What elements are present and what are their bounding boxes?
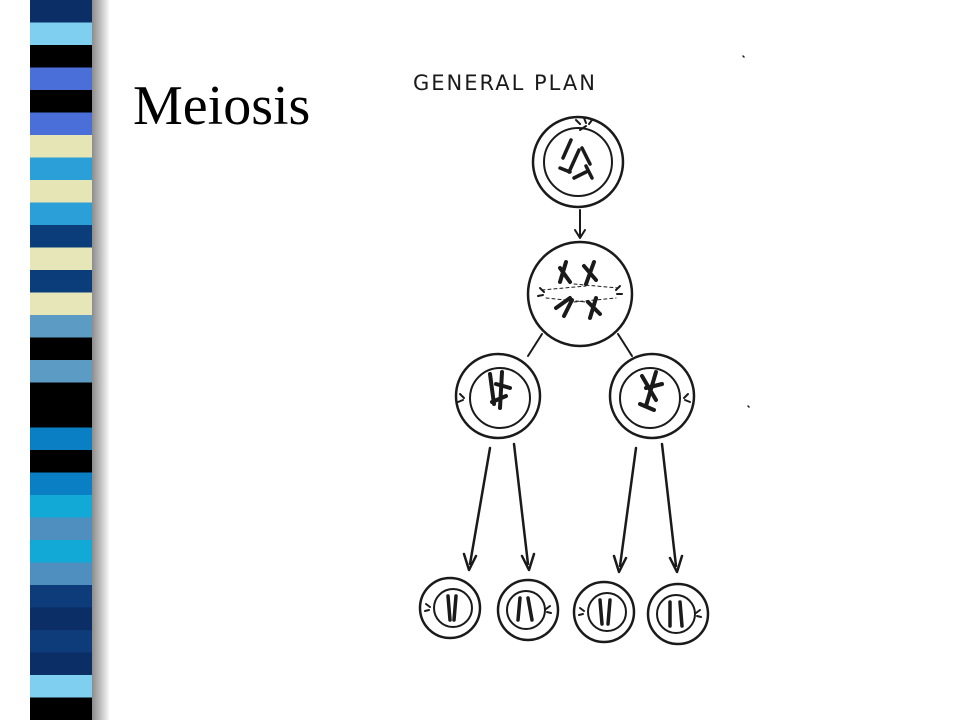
stripe-band <box>30 630 92 654</box>
stripe-band <box>30 45 92 69</box>
stripe-band <box>30 360 92 384</box>
stripe-band <box>30 517 92 541</box>
stripe-band <box>30 697 92 720</box>
stripe-band <box>30 202 92 226</box>
decorative-stripe-bar <box>30 0 92 720</box>
stripe-band <box>30 135 92 159</box>
gamete-cell-icon <box>418 576 710 646</box>
stripe-band <box>30 225 92 249</box>
stripe-band <box>30 0 92 24</box>
stripe-band <box>30 472 92 496</box>
slide-title: Meiosis <box>133 75 311 137</box>
arrows-to-gametes-icon <box>462 442 684 574</box>
stripe-band <box>30 607 92 631</box>
parent-cell-icon <box>531 115 625 209</box>
stripe-band <box>30 67 92 91</box>
stripe-band <box>30 382 92 406</box>
stripe-band <box>30 405 92 429</box>
dividing-cell-icon <box>526 240 634 348</box>
stripe-band <box>30 585 92 609</box>
branch-lines-icon <box>527 333 633 357</box>
stripe-band <box>30 292 92 316</box>
stripe-band <box>30 495 92 519</box>
stripe-band <box>30 180 92 204</box>
stripe-band <box>30 652 92 676</box>
arrow-down-icon <box>574 209 586 239</box>
stripe-band <box>30 157 92 181</box>
stripe-band <box>30 247 92 271</box>
stripe-shadow <box>92 0 110 720</box>
stripe-band <box>30 315 92 339</box>
daughter-cell-icon <box>454 352 696 440</box>
stripe-band <box>30 675 92 699</box>
stripe-band <box>30 427 92 451</box>
stripe-band <box>30 22 92 46</box>
diagram-heading: GENERAL PLAN <box>413 71 597 95</box>
stripe-band <box>30 450 92 474</box>
stripe-band <box>30 112 92 136</box>
scan-specks-icon <box>742 55 750 408</box>
stripe-band <box>30 540 92 564</box>
stripe-band <box>30 562 92 586</box>
stripe-band <box>30 337 92 361</box>
meiosis-diagram: GENERAL PLAN <box>413 55 750 646</box>
stripe-band <box>30 90 92 114</box>
stripe-band <box>30 270 92 294</box>
